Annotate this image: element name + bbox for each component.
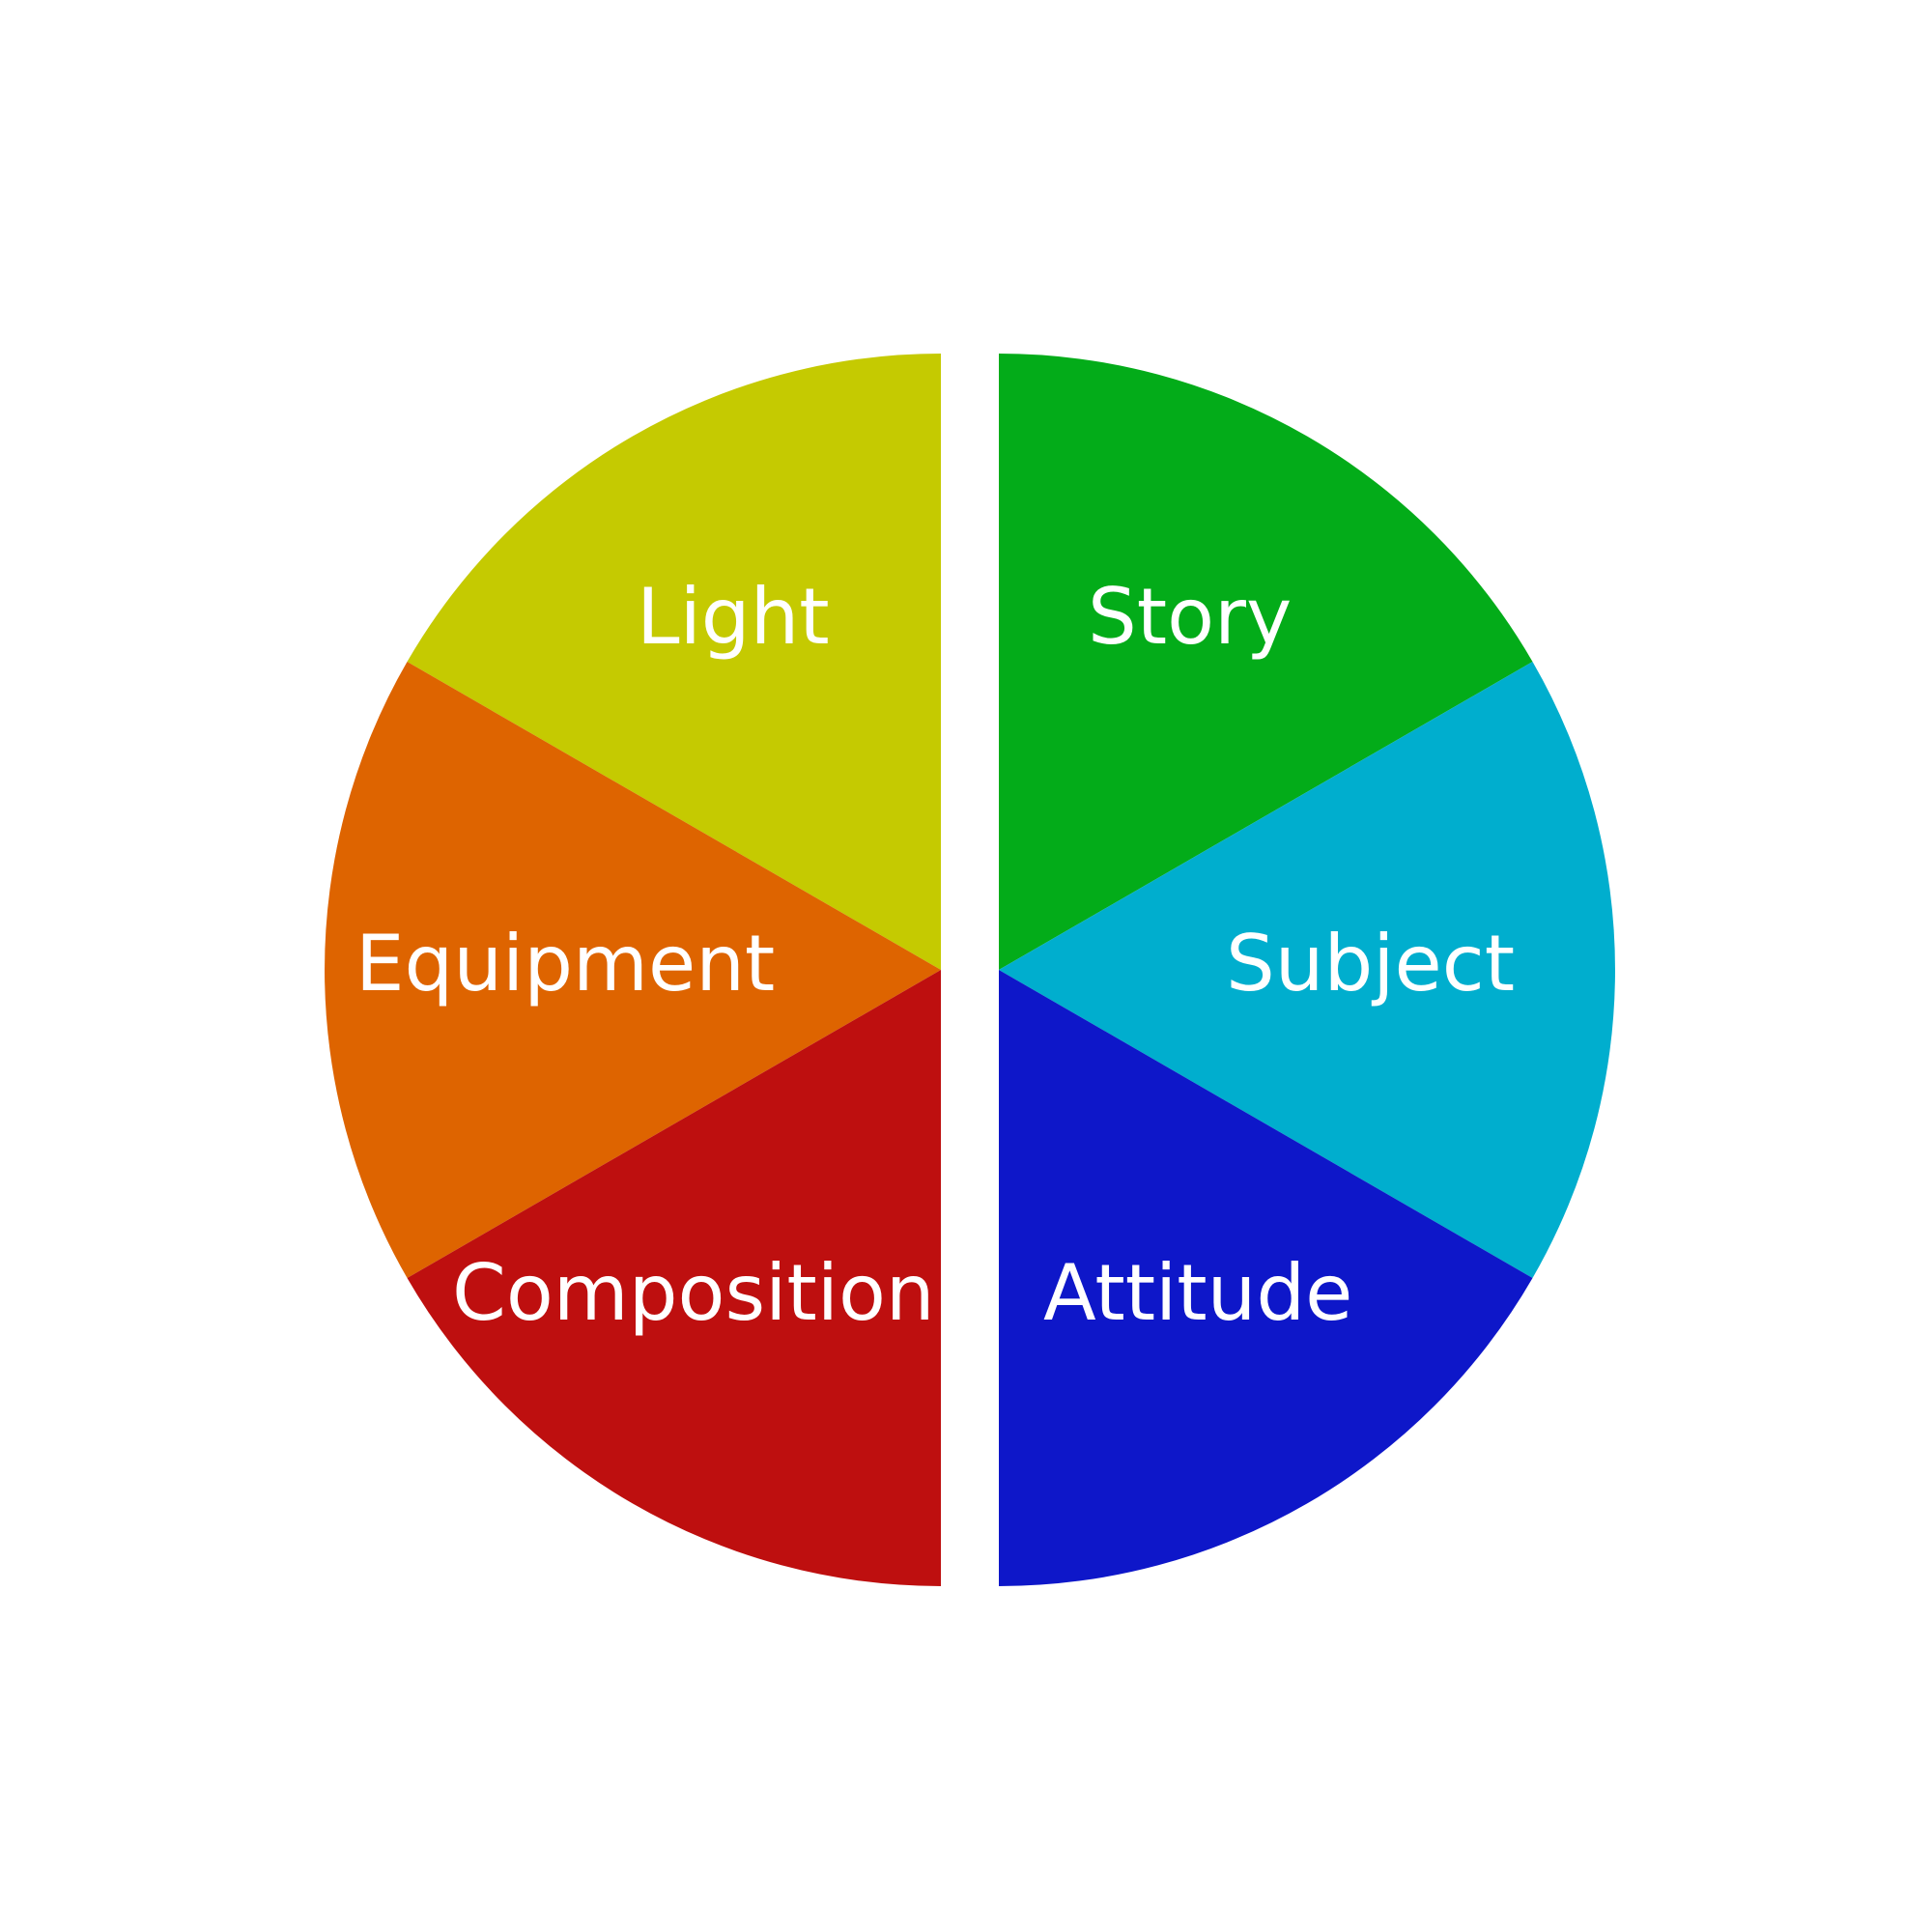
segment-subject: [999, 662, 1615, 1278]
segment-label-light: Light: [637, 572, 830, 662]
segment-label-attitude: Attitude: [1043, 1248, 1352, 1338]
segment-story: [999, 354, 1533, 970]
segment-light: [407, 354, 941, 970]
segment-composition: [407, 970, 941, 1586]
segment-attitude: [999, 970, 1533, 1586]
segment-label-equipment: Equipment: [355, 919, 775, 1009]
segment-equipment: [325, 662, 942, 1278]
segment-label-composition: Composition: [452, 1248, 935, 1338]
segment-label-subject: Subject: [1226, 919, 1515, 1009]
segment-label-story: Story: [1088, 572, 1292, 662]
